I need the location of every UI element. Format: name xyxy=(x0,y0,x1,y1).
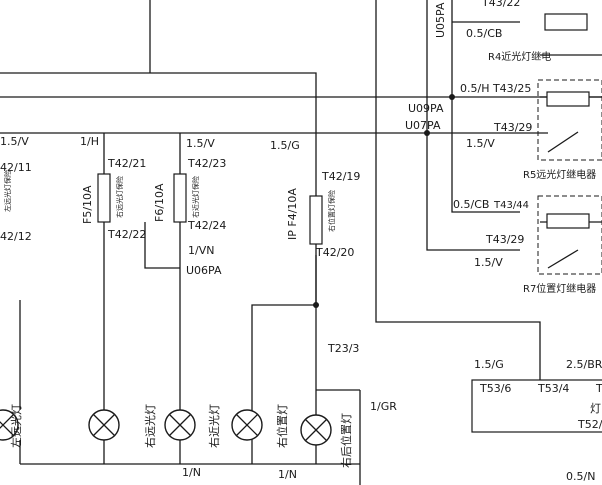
relay-r4: R4近光灯继电 xyxy=(488,13,588,63)
wire-label: 0.5/H T43/25 xyxy=(460,82,531,95)
wire-label: T53/4 xyxy=(537,382,569,395)
relay-r4-label: R4近光灯继电 xyxy=(488,50,551,63)
wire-label: U06PA xyxy=(186,264,222,277)
wire-label: T53/6 xyxy=(479,382,511,395)
fuse-f4-label: IP F4/10A xyxy=(286,188,299,240)
wire-label: 1/N xyxy=(182,466,201,479)
wire-label: T43/29 xyxy=(493,121,532,134)
fuse-left-desc: 左远光灯保险 xyxy=(3,170,12,212)
wire-label: 0.5/CB xyxy=(466,27,502,40)
lamp-left-high-beam: 左远光灯 xyxy=(0,404,23,448)
relay-r5-label: R5远光灯继电器 xyxy=(523,168,596,181)
wire-label: 0.5/N xyxy=(566,470,595,483)
wire-label: 1/GR xyxy=(370,400,397,413)
wire-label: 42/12 xyxy=(0,230,32,243)
junction-dots xyxy=(313,94,455,308)
lamp-l0-label: 左远光灯 xyxy=(9,404,23,448)
wire-label: T23/3 xyxy=(327,342,359,355)
wire-label: 灯 xyxy=(590,402,601,415)
wire-label: 1/VN xyxy=(188,244,214,257)
lamp-l3-label: 右位置灯 xyxy=(275,404,289,448)
wire-label: 1.5/V xyxy=(474,256,503,269)
wire-label: 2.5/BR xyxy=(566,358,602,371)
wire-label: T52/ xyxy=(577,418,602,431)
relay-r5: R5远光灯继电器 xyxy=(520,79,602,181)
wire-label: T xyxy=(595,382,602,395)
wire-label: 1.5/G xyxy=(270,139,300,152)
fuse-f6-label: F6/10A xyxy=(153,183,166,222)
wire-label: 1.5/V xyxy=(0,135,29,148)
wire-label: T43/29 xyxy=(485,233,524,246)
wire-label: U05PA xyxy=(434,2,447,38)
lamp-right-rear-position: 右后位置灯 xyxy=(300,413,353,468)
wire-label: 1.5/G xyxy=(474,358,504,371)
fuse-f4-desc: 右位置灯保险 xyxy=(327,190,336,232)
wire-label: 0.5/CB xyxy=(453,198,489,211)
wire-label: 1.5/V xyxy=(466,137,495,150)
lamp-l4-label: 右后位置灯 xyxy=(339,413,353,468)
wire-label: 1/H xyxy=(80,135,99,148)
fuse-f6-desc: 右近光灯保险 xyxy=(191,176,200,218)
wire-label: T43/44 xyxy=(493,200,529,211)
wire-label: T42/19 xyxy=(321,170,360,183)
relay-r7-label: R7位置灯继电器 xyxy=(523,282,596,295)
wire-label: 42/11 xyxy=(0,161,32,174)
lamp-l1-label: 右远光灯 xyxy=(143,404,157,448)
wire-label: T42/22 xyxy=(107,228,146,241)
fuse-f5-desc: 右远光灯保险 xyxy=(115,176,124,218)
fuse-f6: F6/10A 右近光灯保险 xyxy=(153,173,200,223)
wire-label: U07PA xyxy=(405,119,441,132)
connector-t53-box xyxy=(471,379,602,433)
wire-label: T42/20 xyxy=(315,246,354,259)
relay-r7: R7位置灯继电器 xyxy=(523,195,602,295)
wire-label: U09PA xyxy=(408,102,444,115)
junction-dot xyxy=(424,130,430,136)
wire-label: T42/24 xyxy=(187,219,226,232)
junction-dot xyxy=(449,94,455,100)
lamp-right-position: 右位置灯 xyxy=(231,404,289,448)
fuse-f5-label: F5/10A xyxy=(81,185,94,224)
wire-label: T42/23 xyxy=(187,157,226,170)
wire-label: T43/22 xyxy=(481,0,520,9)
lamp-right-low-beam: 右近光灯 xyxy=(164,404,221,448)
fuse-f5: F5/10A 右远光灯保险 xyxy=(81,173,124,224)
lamp-right-high-beam: 右远光灯 xyxy=(88,404,157,448)
junction-dot xyxy=(313,302,319,308)
fuse-f4: IP F4/10A 右位置灯保险 xyxy=(286,188,336,245)
wire-label: 1.5/V xyxy=(186,137,215,150)
wire-label: 1/N xyxy=(278,468,297,481)
wire-label: T42/21 xyxy=(107,157,146,170)
lamp-l2-label: 右近光灯 xyxy=(207,404,221,448)
